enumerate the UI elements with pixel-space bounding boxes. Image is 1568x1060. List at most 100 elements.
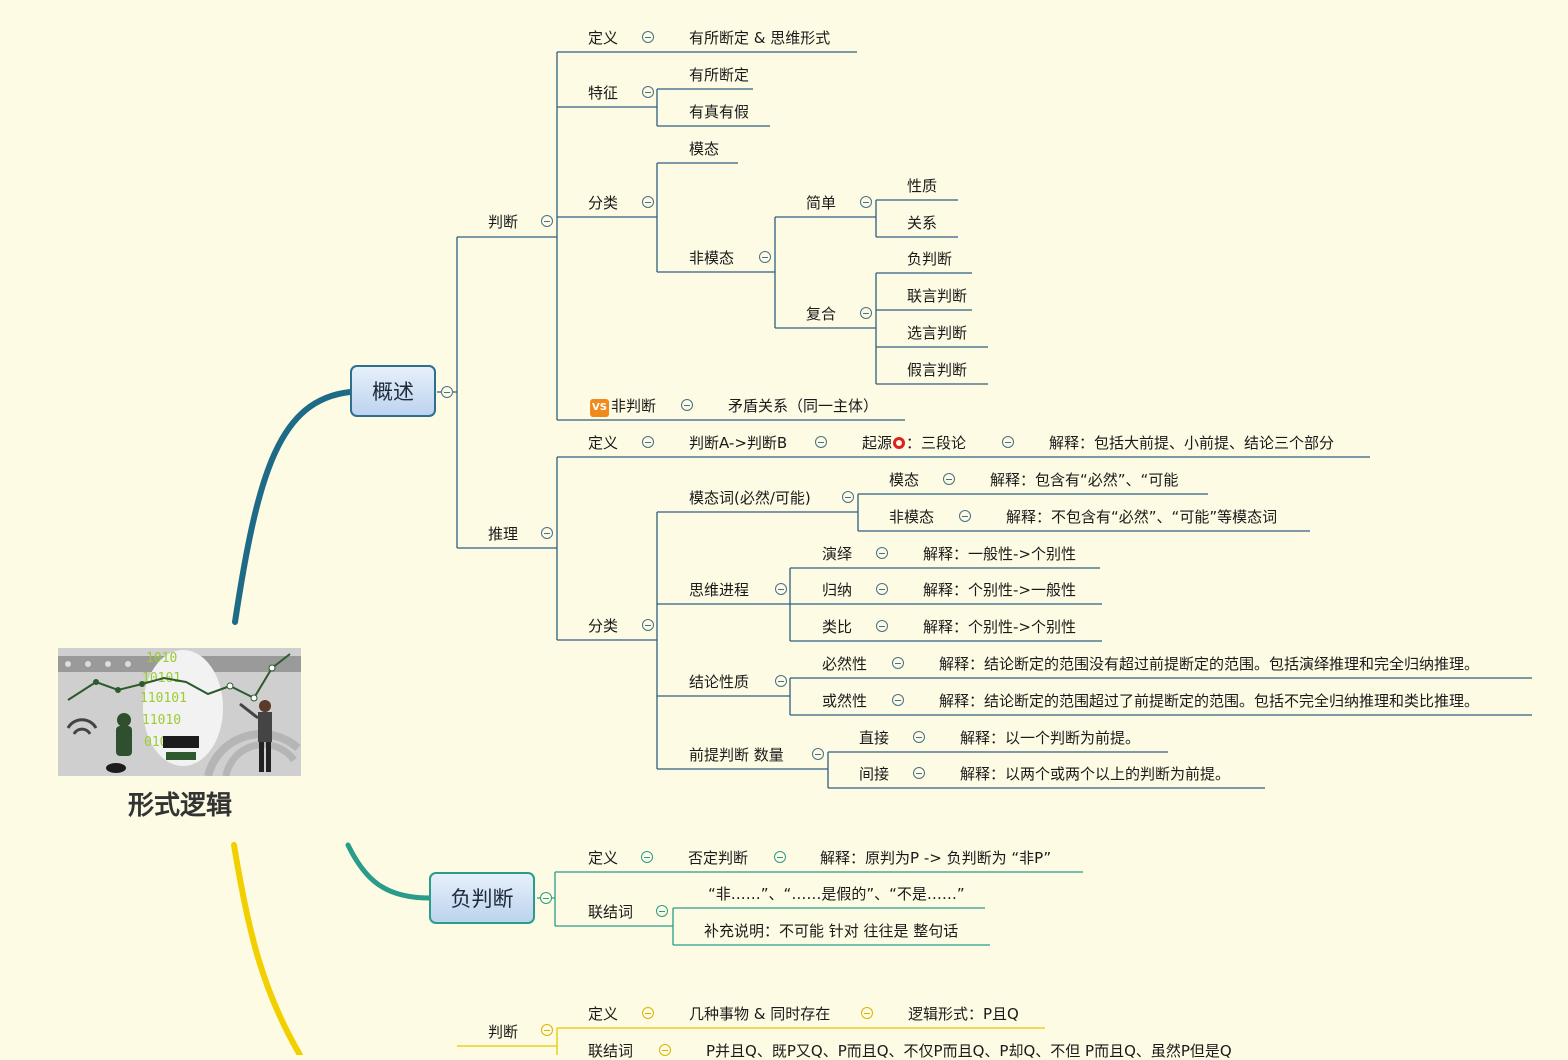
collapse-toggle-icon[interactable] — [642, 1007, 654, 1019]
node-modal-words-nonmodal[interactable]: 非模态 — [889, 508, 935, 526]
collapse-toggle-icon[interactable] — [541, 1024, 553, 1036]
node-compound-item[interactable]: 联言判断 — [907, 287, 968, 305]
node-connective-words[interactable]: P并且Q、既P又Q、P而且Q、不仅P而且Q、P却Q、不但 P而且Q、虽然P但是Q — [706, 1042, 1232, 1060]
node-deduction[interactable]: 演绎 — [822, 545, 853, 563]
node-compound[interactable]: 复合 — [806, 305, 837, 323]
collapse-toggle-icon[interactable] — [642, 196, 654, 208]
collapse-toggle-icon[interactable] — [775, 583, 787, 595]
collapse-toggle-icon[interactable] — [659, 1044, 671, 1056]
node-classification[interactable]: 分类 — [588, 194, 619, 212]
root-illustration: 1010 10101 110101 11010 0100 — [58, 648, 301, 776]
node-connective-words[interactable]: “非……”、“……是假的”、“不是……” — [708, 885, 965, 903]
collapse-toggle-icon[interactable] — [656, 905, 668, 917]
collapse-toggle-icon[interactable] — [1002, 436, 1014, 448]
collapse-toggle-icon[interactable] — [642, 436, 654, 448]
node-features[interactable]: 特征 — [588, 84, 619, 102]
node-nonjudgment-value[interactable]: 矛盾关系（同一主体） — [728, 397, 879, 415]
root-topic-title[interactable]: 形式逻辑 — [127, 791, 232, 821]
collapse-toggle-icon[interactable] — [876, 583, 888, 595]
svg-text:11010: 11010 — [142, 713, 181, 728]
collapse-toggle-icon[interactable] — [842, 491, 854, 503]
collapse-toggle-icon[interactable] — [540, 892, 552, 904]
node-judgment[interactable]: 判断 — [488, 1023, 519, 1041]
node-inference-definition[interactable]: 定义 — [588, 434, 619, 452]
node-connective-note[interactable]: 补充说明：不可能 针对 往往是 整句话 — [704, 922, 959, 940]
collapse-toggle-icon[interactable] — [913, 767, 925, 779]
collapse-toggle-icon[interactable] — [541, 527, 553, 539]
collapse-toggle-icon[interactable] — [959, 510, 971, 522]
node-premise[interactable]: 前提判断 数量 — [689, 746, 784, 764]
node-thinking[interactable]: 思维进程 — [689, 581, 750, 599]
collapse-toggle-icon[interactable] — [641, 851, 653, 863]
node-probable[interactable]: 或然性 — [822, 692, 868, 710]
collapse-toggle-icon[interactable] — [876, 547, 888, 559]
collapse-toggle-icon[interactable] — [892, 657, 904, 669]
node-explanation[interactable]: 解释：包含有“必然”、“可能 — [990, 471, 1179, 489]
node-necessary[interactable]: 必然性 — [822, 655, 868, 673]
node-logic-form[interactable]: 逻辑形式：P且Q — [908, 1005, 1019, 1023]
topic-gaishu[interactable]: 概述 — [350, 365, 436, 417]
node-inference[interactable]: 推理 — [488, 525, 519, 543]
node-compound-item[interactable]: 负判断 — [907, 250, 953, 268]
node-explanation[interactable]: 解释：一般性->个别性 — [923, 545, 1076, 563]
node-explanation[interactable]: 解释：以一个判断为前提。 — [960, 729, 1141, 747]
node-definition[interactable]: 定义 — [588, 29, 619, 47]
node-judgment[interactable]: 判断 — [488, 213, 519, 231]
node-definition[interactable]: 定义 — [588, 1005, 619, 1023]
node-feature-item[interactable]: 有所断定 — [689, 66, 750, 84]
collapse-toggle-icon[interactable] — [860, 307, 872, 319]
node-simple-item[interactable]: 关系 — [907, 214, 938, 232]
collapse-toggle-icon[interactable] — [913, 731, 925, 743]
collapse-toggle-icon[interactable] — [642, 31, 654, 43]
collapse-toggle-icon[interactable] — [681, 399, 693, 411]
node-definition-value[interactable]: 有所断定 & 思维形式 — [689, 29, 831, 47]
node-explanation[interactable]: 解释：个别性->一般性 — [923, 581, 1076, 599]
collapse-toggle-icon[interactable] — [759, 251, 771, 263]
node-feature-item[interactable]: 有真有假 — [689, 103, 750, 121]
node-indirect[interactable]: 间接 — [859, 765, 890, 783]
node-analogy[interactable]: 类比 — [822, 618, 853, 636]
collapse-toggle-icon[interactable] — [812, 748, 824, 760]
collapse-toggle-icon[interactable] — [860, 196, 872, 208]
node-compound-item[interactable]: 假言判断 — [907, 361, 968, 379]
node-inference-classification[interactable]: 分类 — [588, 617, 619, 635]
node-inference-definition-value[interactable]: 判断A->判断B — [689, 434, 788, 452]
node-modal-words-modal[interactable]: 模态 — [889, 471, 920, 489]
node-modal-words[interactable]: 模态词(必然/可能) — [689, 489, 811, 507]
node-simple-item[interactable]: 性质 — [907, 177, 938, 195]
node-definition[interactable]: 定义 — [588, 849, 619, 867]
collapse-toggle-icon[interactable] — [642, 619, 654, 631]
node-compound-item[interactable]: 选言判断 — [907, 324, 968, 342]
node-induction[interactable]: 归纳 — [822, 581, 853, 599]
node-definition-value[interactable]: 否定判断 — [688, 849, 749, 867]
collapse-toggle-icon[interactable] — [775, 675, 787, 687]
node-explanation[interactable]: 解释：结论断定的范围超过了前提断定的范围。包括不完全归纳推理和类比推理。 — [939, 692, 1480, 710]
node-nonmodal[interactable]: 非模态 — [689, 249, 735, 267]
topic-negative-judgment[interactable]: 负判断 — [429, 872, 535, 924]
node-origin-explanation[interactable]: 解释：包括大前提、小前提、结论三个部分 — [1049, 434, 1335, 452]
collapse-toggle-icon[interactable] — [815, 436, 827, 448]
collapse-toggle-icon[interactable] — [861, 1007, 873, 1019]
node-conclusion[interactable]: 结论性质 — [689, 673, 750, 691]
collapse-toggle-icon[interactable] — [774, 851, 786, 863]
node-connectives[interactable]: 联结词 — [588, 903, 634, 921]
node-connectives[interactable]: 联结词 — [588, 1042, 634, 1060]
node-origin[interactable]: 起源：三段论 — [862, 434, 966, 452]
node-explanation[interactable]: 解释：结论断定的范围没有超过前提断定的范围。包括演绎推理和完全归纳推理。 — [939, 655, 1480, 673]
node-direct[interactable]: 直接 — [859, 729, 890, 747]
collapse-toggle-icon[interactable] — [541, 215, 553, 227]
node-simple[interactable]: 简单 — [806, 194, 837, 212]
node-definition-value[interactable]: 几种事物 & 同时存在 — [689, 1005, 831, 1023]
node-explanation[interactable]: 解释：原判为P -> 负判断为 “非P” — [820, 849, 1052, 867]
collapse-toggle-icon[interactable] — [876, 620, 888, 632]
collapse-toggle-icon[interactable] — [642, 86, 654, 98]
node-modal[interactable]: 模态 — [689, 140, 720, 158]
collapse-toggle-icon[interactable] — [892, 694, 904, 706]
collapse-toggle-icon[interactable] — [441, 386, 453, 398]
collapse-toggle-icon[interactable] — [943, 473, 955, 485]
vs-badge-icon: VS — [590, 399, 609, 417]
node-explanation[interactable]: 解释：不包含有“必然”、“可能”等模态词 — [1006, 508, 1278, 526]
node-explanation[interactable]: 解释：个别性->个别性 — [923, 618, 1076, 636]
node-explanation[interactable]: 解释：以两个或两个以上的判断为前提。 — [960, 765, 1231, 783]
